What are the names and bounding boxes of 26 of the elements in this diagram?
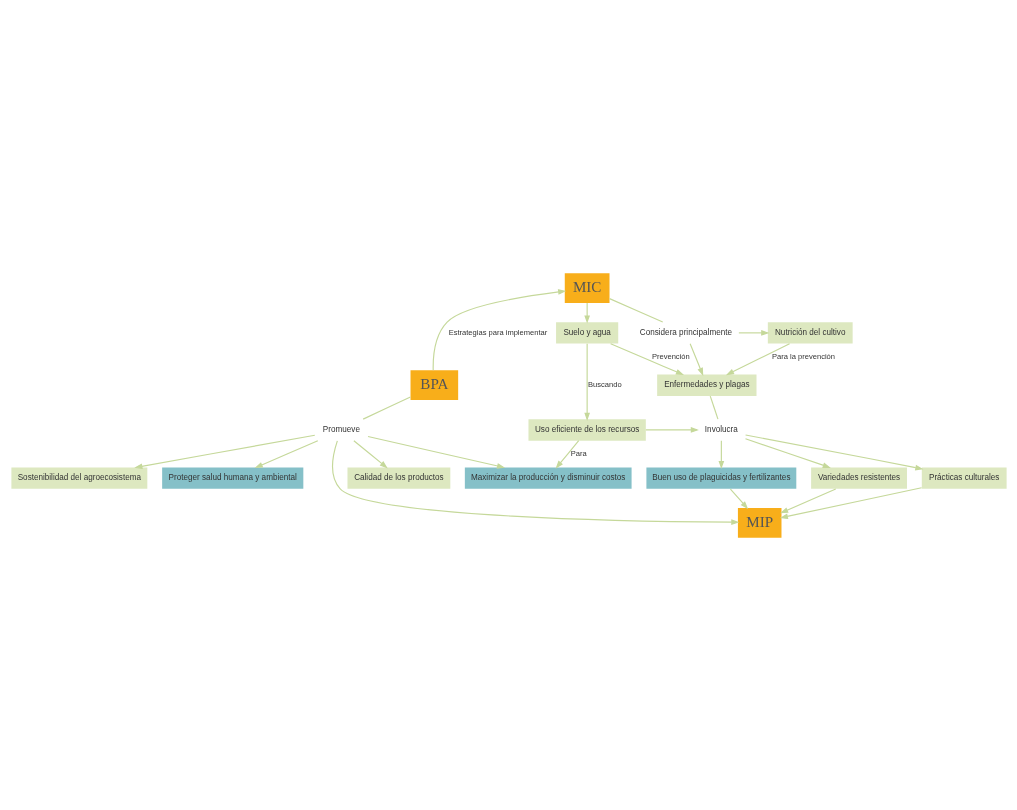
connector [709, 395, 719, 420]
arrow [689, 342, 703, 376]
connector [362, 395, 411, 420]
arrow [725, 342, 790, 375]
arrow [644, 426, 699, 433]
arrow [352, 439, 388, 468]
arrow [555, 439, 579, 469]
arrow [254, 439, 318, 468]
arrow [331, 439, 739, 525]
node-box: BPA [410, 369, 458, 400]
arrow [737, 329, 769, 336]
node-box: MIC [564, 272, 609, 303]
arrow [744, 437, 831, 468]
arrow [583, 342, 590, 421]
arrow [609, 342, 684, 375]
node-box: MIP [737, 507, 781, 538]
arrow [718, 439, 724, 469]
arrow [366, 435, 505, 469]
arrow [729, 487, 748, 509]
arrow [744, 433, 923, 470]
arrow [779, 487, 836, 513]
connector [608, 297, 663, 323]
arrow [583, 301, 590, 324]
arrow [133, 434, 315, 469]
arrow [779, 486, 922, 519]
arrow [432, 288, 566, 371]
